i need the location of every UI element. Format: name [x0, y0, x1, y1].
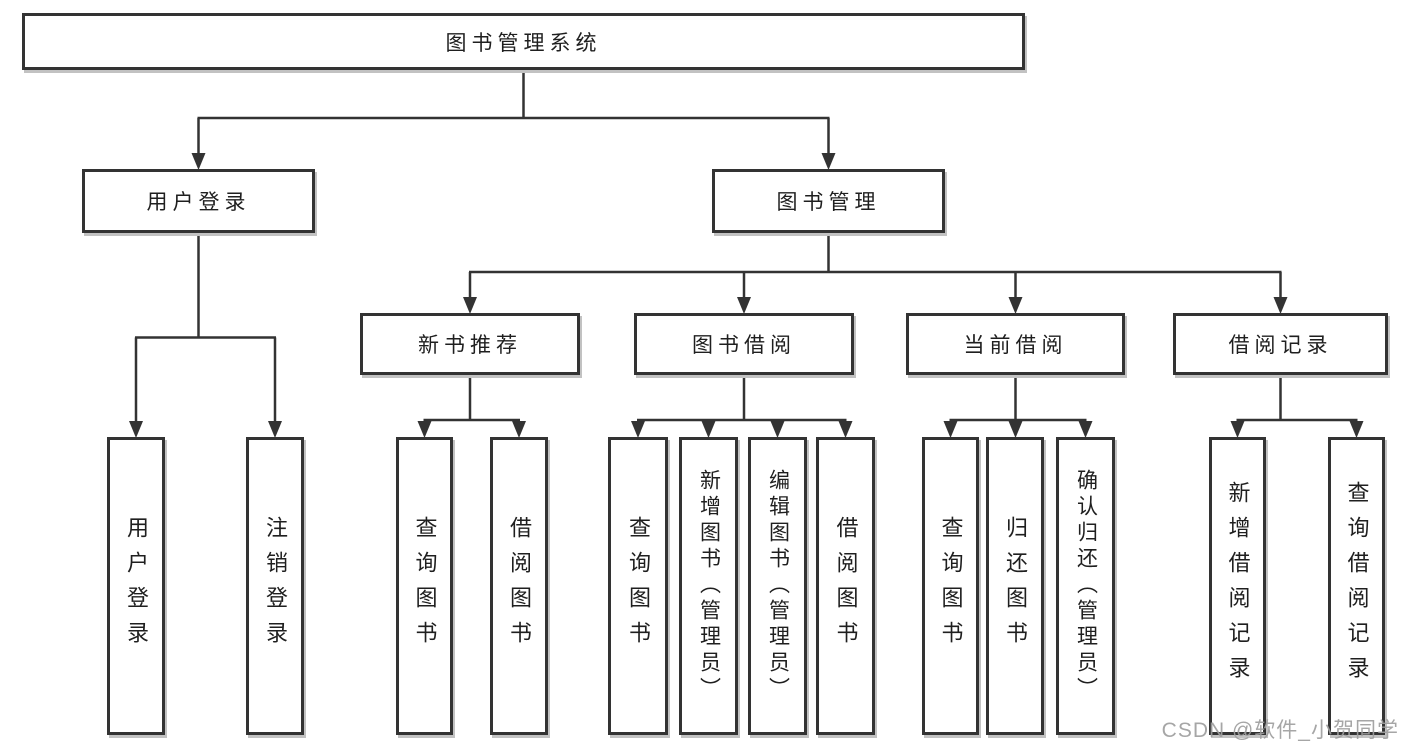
node-new-book-recommend: 新书推荐 [360, 313, 580, 375]
leaf-add-book-admin: 新增图书（管理员） [679, 437, 738, 735]
node-book-management: 图书管理 [712, 169, 945, 233]
node-current-borrowing: 当前借阅 [906, 313, 1125, 375]
node-user-login-group: 用户登录 [82, 169, 315, 233]
leaf-query-borrow-record: 查询借阅记录 [1328, 437, 1385, 735]
node-borrowing-records: 借阅记录 [1173, 313, 1388, 375]
leaf-query-books-current: 查询图书 [922, 437, 979, 735]
arrowheads [129, 153, 1364, 438]
leaf-edit-book-admin: 编辑图书（管理员） [748, 437, 807, 735]
node-book-borrowing: 图书借阅 [634, 313, 854, 375]
leaf-borrow-books-borrowing: 借阅图书 [816, 437, 875, 735]
leaf-query-books-recommend: 查询图书 [396, 437, 453, 735]
csdn-watermark: CSDN @软件_小贺同学 [1161, 719, 1399, 742]
leaf-return-books: 归还图书 [986, 437, 1044, 735]
leaf-add-borrow-record: 新增借阅记录 [1209, 437, 1266, 735]
leaf-borrow-books-recommend: 借阅图书 [490, 437, 548, 735]
leaf-logout-login: 注销登录 [246, 437, 304, 735]
leaf-user-login: 用户登录 [107, 437, 165, 735]
leaf-query-books-borrowing: 查询图书 [608, 437, 668, 735]
node-library-management-system: 图书管理系统 [22, 13, 1025, 70]
leaf-confirm-return-admin: 确认归还（管理员） [1056, 437, 1115, 735]
